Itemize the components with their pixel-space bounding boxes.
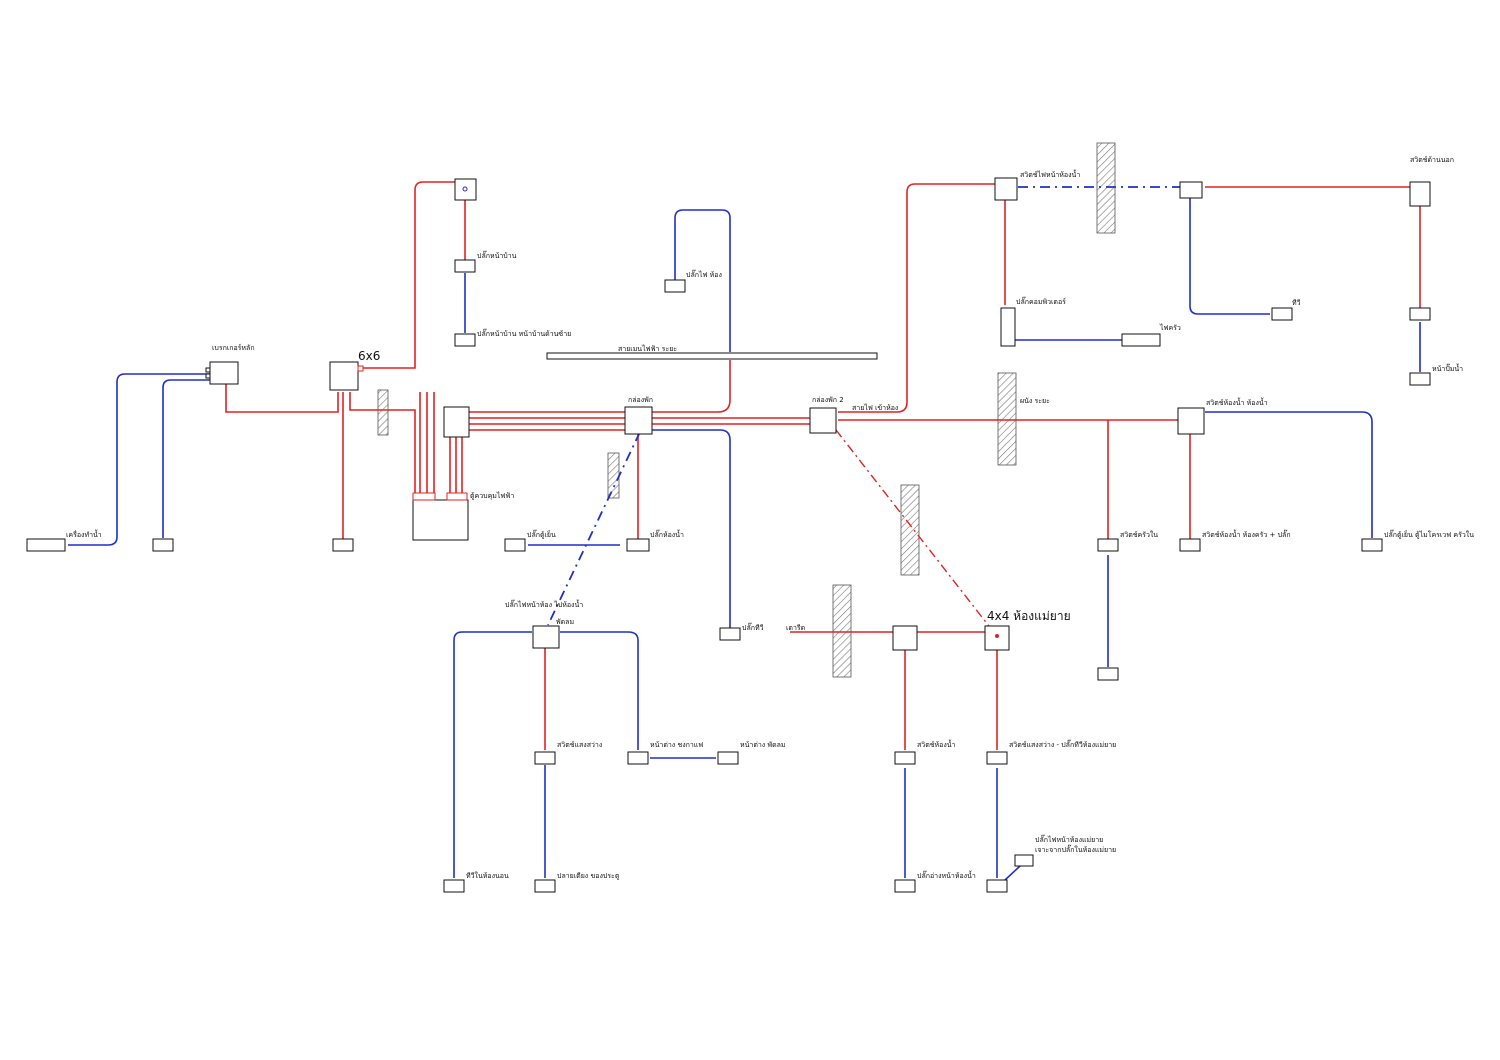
panel-box-icon[interactable] — [412, 499, 469, 541]
label: สวิตช์แสงสว่าง — [557, 741, 602, 749]
outlet-icon[interactable] — [1014, 854, 1034, 867]
label: เครื่องทำน้ำ — [66, 528, 102, 539]
label: ปลั๊กหน้าบ้าน — [477, 250, 517, 260]
junction-box-icon[interactable] — [329, 361, 359, 391]
label: สวิตช์ด้านนอก — [1410, 156, 1454, 164]
outlet-icon[interactable] — [626, 538, 650, 552]
outlet-icon[interactable] — [454, 259, 476, 273]
outlet-icon[interactable] — [719, 627, 741, 641]
terminal-block-icon[interactable] — [443, 406, 470, 438]
outlet-icon[interactable] — [534, 879, 556, 893]
label: สวิตช์ห้องน้ำ ห้องครัว + ปลั๊ก — [1202, 528, 1291, 539]
label: สายไฟ เข้าห้อง — [852, 403, 898, 412]
wall-hatch-icon — [377, 389, 389, 436]
junction-box-icon[interactable] — [532, 625, 560, 649]
label: ผนัง ระยะ — [1020, 397, 1050, 405]
outlets — [26, 259, 1431, 893]
junction-box-icon[interactable] — [1177, 407, 1205, 435]
outlet-icon[interactable] — [1361, 538, 1383, 552]
label: หน้าต่าง ชงกาแฟ — [650, 741, 703, 749]
wall-hatch-icon — [900, 484, 920, 576]
outlet-icon[interactable] — [1409, 307, 1431, 321]
label: ปลั๊กตู้เย็น — [527, 529, 556, 539]
junction-box-icon[interactable] — [809, 407, 837, 434]
junction-box-icon[interactable] — [624, 406, 653, 435]
label: ปลั๊กตู้เย็น ตู้ไมโครเวฟ ครัวใน — [1384, 529, 1474, 539]
outlet-icon[interactable] — [534, 751, 556, 765]
label: ปลายเตียง ของประตู — [557, 872, 620, 880]
label: ปลั๊กทีวี — [742, 622, 764, 632]
outlet-icon[interactable] — [152, 538, 174, 552]
label: หน้าปั๊มน้ำ — [1432, 362, 1463, 373]
devices — [205, 177, 1431, 651]
outlet-icon[interactable] — [443, 879, 465, 893]
outlet-icon[interactable] — [664, 279, 686, 293]
walls — [377, 142, 1116, 678]
label: ทีวี — [1292, 299, 1301, 307]
label-4x4-room: 4x4 ห้องแม่ยาย — [987, 609, 1071, 623]
label: ปลั๊กห้องน้ำ — [650, 528, 684, 539]
outlet-icon[interactable] — [986, 879, 1008, 893]
label-6x6: 6x6 — [358, 349, 380, 363]
wall-hatch-icon — [832, 584, 852, 678]
label: กล่องพัก 2 — [812, 396, 844, 404]
breaker-icon[interactable] — [209, 361, 239, 385]
label: ตู้ควบคุมไฟฟ้า — [470, 491, 514, 500]
switch-icon[interactable] — [1409, 181, 1431, 207]
outlet-icon[interactable] — [1097, 538, 1119, 552]
outlet-icon[interactable] — [894, 751, 916, 765]
label: ปลั๊กไฟ ห้อง — [686, 269, 722, 279]
label: ปลั๊กคอมพิวเตอร์ — [1016, 296, 1066, 306]
label: ปลั๊กไฟหน้าห้องแม่ยาย — [1035, 834, 1103, 844]
label: ทีวีในห้องนอน — [466, 871, 509, 880]
label: สายเมนไฟฟ้า ระยะ — [618, 344, 677, 353]
outlet-icon[interactable] — [1409, 372, 1431, 386]
label: ไฟครัว — [1159, 323, 1181, 332]
label: สวิตช์ครัวใน — [1120, 530, 1158, 539]
label: ปลั๊กอ่างหน้าห้องน้ำ — [917, 869, 976, 880]
switch-icon[interactable] — [994, 177, 1018, 201]
outlet-icon[interactable] — [717, 751, 739, 765]
outlet-icon[interactable] — [1121, 333, 1161, 347]
outlet-icon[interactable] — [26, 538, 66, 552]
live-wires — [225, 181, 1421, 750]
neutral-wires — [68, 186, 1421, 881]
label: พัดลม — [556, 618, 574, 626]
label: เบรกเกอร์หลัก — [212, 344, 255, 352]
label: เตารีด — [786, 624, 805, 632]
outlet-icon[interactable] — [627, 751, 649, 765]
wall-hatch-icon — [607, 452, 620, 499]
label: สวิตช์ห้องน้ำ ห้องน้ำ — [1206, 396, 1268, 407]
wall-hatch-icon — [997, 372, 1017, 466]
label: ปลั๊กไฟหน้าห้อง ไปห้องน้ำ — [505, 598, 583, 609]
junction-box-icon[interactable] — [892, 625, 918, 651]
wall-hatch-icon — [1096, 142, 1116, 234]
label: ปลั๊กหน้าบ้าน หน้าบ้านด้านซ้าย — [477, 328, 571, 338]
junction-box-icon[interactable] — [454, 178, 477, 201]
outlet-icon[interactable] — [894, 879, 916, 893]
label: สวิตช์แสงสว่าง - ปลั๊กทีวีห้องแม่ยาย — [1009, 739, 1116, 749]
outlet-icon[interactable] — [986, 751, 1008, 765]
label: กล่องพัก — [628, 396, 653, 404]
bus-bar — [546, 352, 878, 360]
labels: เบรกเกอร์หลัก 6x6 เครื่องทำน้ำ ปลั๊กหน้า… — [66, 156, 1474, 880]
outlet-icon[interactable] — [454, 333, 476, 347]
outlet-icon[interactable] — [1271, 307, 1293, 321]
label: สวิตช์ห้องน้ำ — [917, 738, 956, 749]
label: สวิตช์ไฟหน้าห้องน้ำ — [1020, 168, 1080, 179]
power-strip-icon[interactable] — [1000, 307, 1016, 347]
label: หน้าต่าง พัดลม — [740, 741, 786, 749]
outlet-icon[interactable] — [504, 538, 526, 552]
switch-icon[interactable] — [1179, 181, 1203, 199]
label: เจาะจากปลั๊กในห้องแม่ยาย — [1035, 844, 1116, 854]
outlet-icon[interactable] — [1097, 667, 1119, 681]
outlet-icon[interactable] — [332, 538, 354, 552]
outlet-icon[interactable] — [1179, 538, 1201, 552]
